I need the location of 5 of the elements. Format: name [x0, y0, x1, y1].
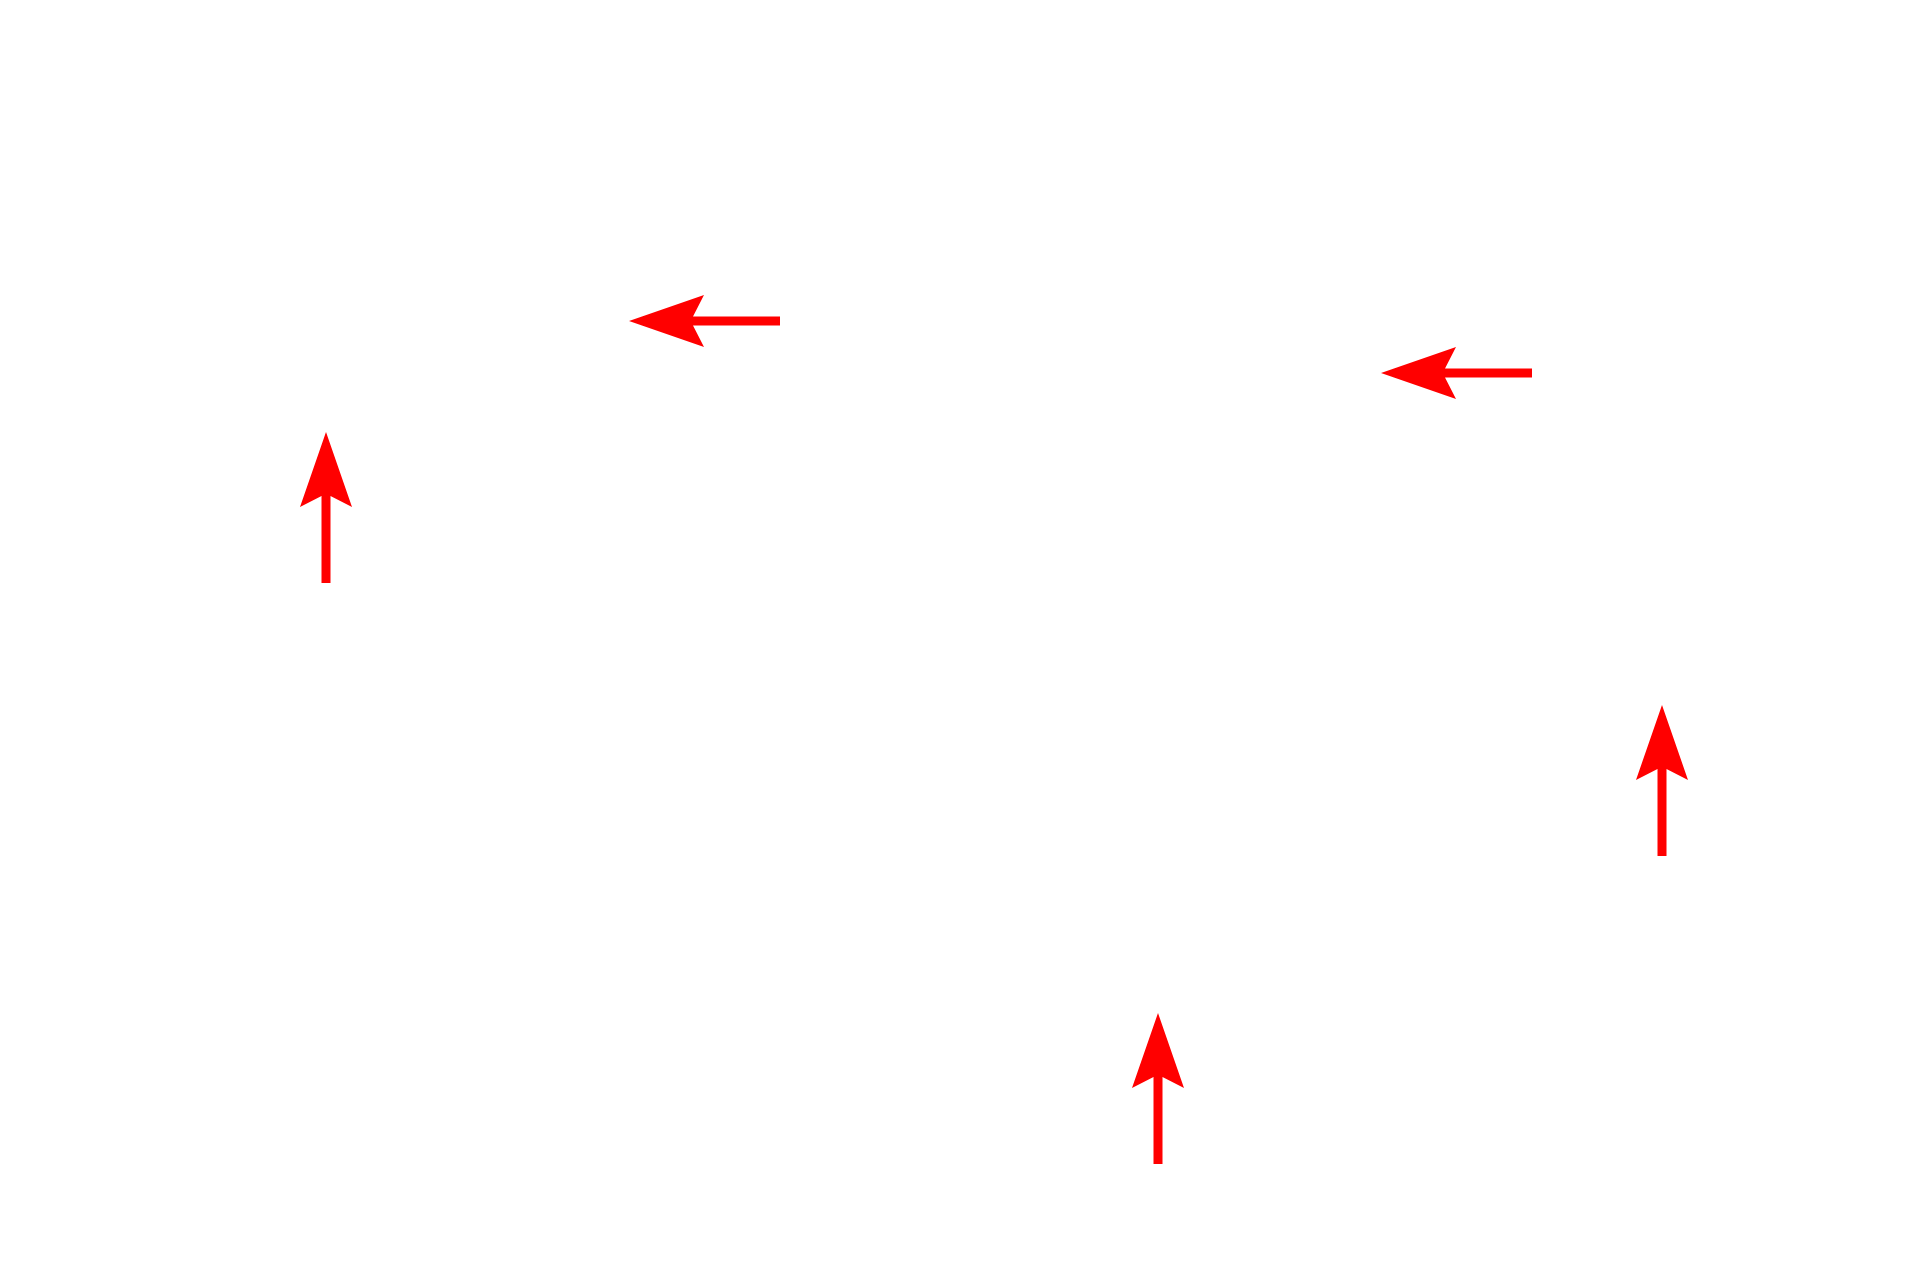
arrow-shape: [1636, 705, 1688, 856]
arrow-shape: [629, 295, 780, 347]
arrow-shape: [300, 432, 352, 583]
arrow-shape: [1132, 1013, 1184, 1164]
arrow-shape: [1381, 347, 1532, 399]
